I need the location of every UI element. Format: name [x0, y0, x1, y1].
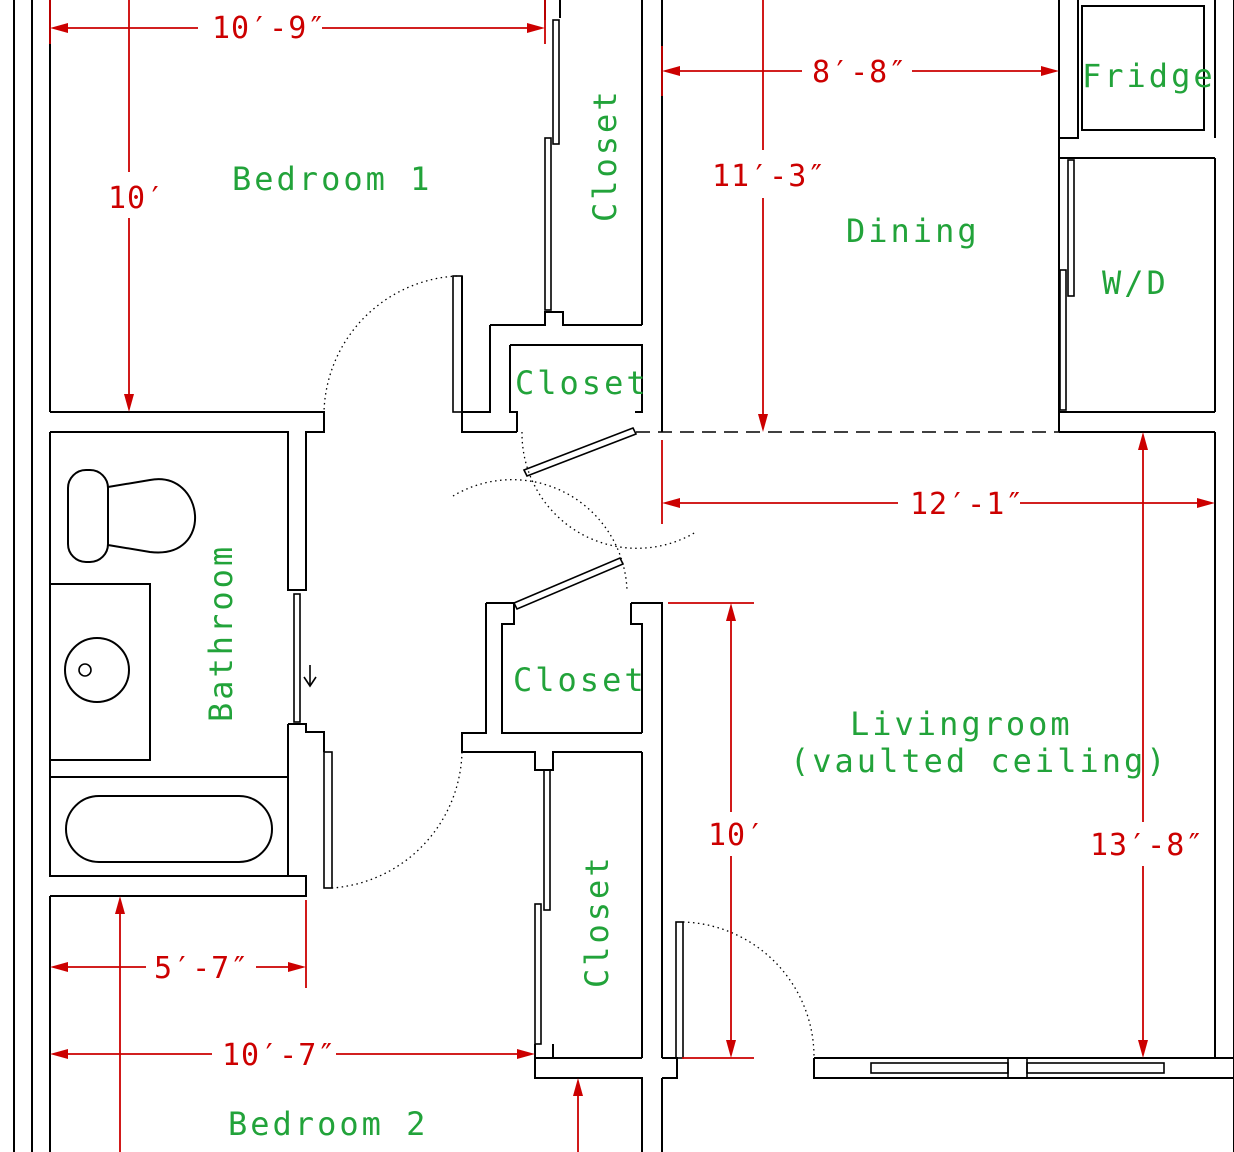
- dim-living-width: 12′-1″: [910, 487, 1024, 522]
- label-bathroom: Bathroom: [202, 544, 240, 722]
- dim-living-depth-left: 10′: [708, 818, 765, 853]
- label-closet-hall-upper: Closet: [515, 364, 649, 402]
- room-labels: Bedroom 1 Closet Closet Dining Fridge W/…: [202, 57, 1216, 1143]
- dim-dining-width: 8′-8″: [812, 55, 907, 90]
- bathtub: [65, 795, 273, 863]
- label-fridge: Fridge: [1082, 57, 1216, 95]
- vanity: [49, 583, 151, 761]
- dimension-labels: 10′-9″ 10′ 8′-8″ 11′-3″ 12′-1″ 10′ 13′-8…: [108, 11, 1204, 1073]
- dim-bedroom2-width: 10′-7″: [222, 1038, 336, 1073]
- bathroom-fixtures: [49, 469, 317, 877]
- toilet-tank: [67, 469, 109, 563]
- dim-dining-depth: 11′-3″: [712, 159, 826, 194]
- label-washer-dryer: W/D: [1102, 264, 1169, 302]
- sink-drain: [78, 663, 92, 677]
- label-livingroom-note: (vaulted ceiling): [790, 742, 1169, 780]
- dim-bedroom1-width: 10′-9″: [212, 11, 326, 46]
- label-closet-bottom: Closet: [578, 854, 616, 988]
- label-closet-top: Closet: [586, 88, 624, 222]
- label-bedroom2: Bedroom 2: [228, 1105, 428, 1143]
- label-livingroom: Livingroom: [850, 705, 1073, 743]
- label-dining: Dining: [846, 212, 980, 250]
- dimension-lines: [49, 0, 1215, 1152]
- door-swings: [323, 275, 815, 1059]
- dim-living-depth-right: 13′-8″: [1090, 828, 1204, 863]
- toilet-bowl: [107, 478, 197, 554]
- label-bedroom1: Bedroom 1: [232, 160, 432, 198]
- tub-frame: [49, 776, 289, 877]
- sink-basin: [64, 637, 130, 703]
- dim-bathroom-width: 5′-7″: [154, 951, 249, 986]
- label-closet-hall-lower: Closet: [513, 661, 647, 699]
- dim-bedroom1-depth: 10′: [108, 181, 165, 216]
- walls: [13, 0, 1234, 1152]
